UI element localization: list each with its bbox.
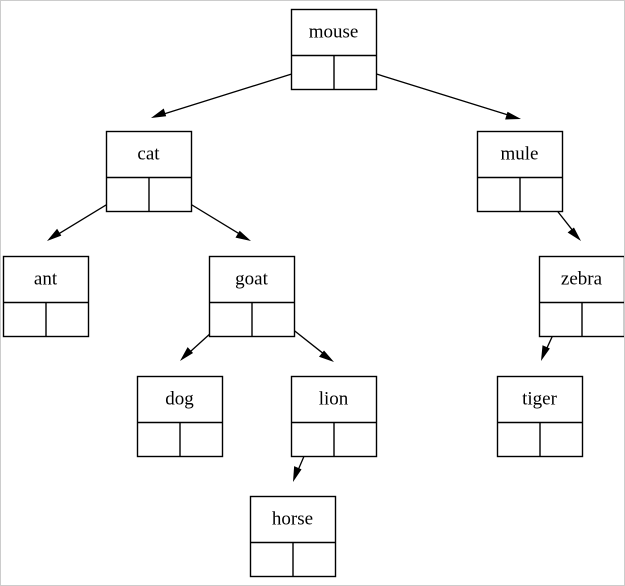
node-label: lion bbox=[319, 388, 349, 409]
tree-node-dog[interactable]: dog bbox=[136, 375, 224, 458]
node-label: mouse bbox=[309, 21, 359, 42]
arrow-head-icon bbox=[541, 345, 550, 361]
node-label: ant bbox=[34, 268, 58, 289]
edge-mouse-to-cat bbox=[151, 66, 315, 118]
node-label: zebra bbox=[561, 268, 603, 289]
node-right-pointer-cell[interactable] bbox=[149, 178, 192, 212]
node-right-pointer-cell[interactable] bbox=[334, 56, 377, 90]
node-right-pointer-cell[interactable] bbox=[252, 303, 295, 337]
node-left-pointer-cell[interactable] bbox=[498, 423, 541, 457]
arrow-head-icon bbox=[293, 466, 302, 482]
node-label: dog bbox=[165, 388, 194, 409]
node-left-pointer-cell[interactable] bbox=[138, 423, 181, 457]
node-left-pointer-cell[interactable] bbox=[292, 423, 335, 457]
node-left-pointer-cell[interactable] bbox=[540, 303, 583, 337]
node-right-pointer-cell[interactable] bbox=[334, 423, 377, 457]
tree-node-cat[interactable]: cat bbox=[105, 130, 193, 213]
node-left-pointer-cell[interactable] bbox=[251, 543, 294, 577]
arrow-head-icon bbox=[319, 350, 334, 362]
tree-node-mule[interactable]: mule bbox=[476, 130, 564, 213]
arrow-head-icon bbox=[235, 230, 251, 241]
node-right-pointer-cell[interactable] bbox=[180, 423, 223, 457]
edge-mouse-to-mule bbox=[353, 66, 521, 120]
node-label: cat bbox=[137, 143, 160, 164]
arrow-head-icon bbox=[180, 347, 194, 361]
tree-node-zebra[interactable]: zebra bbox=[538, 255, 625, 338]
node-label: mule bbox=[501, 143, 539, 164]
node-right-pointer-cell[interactable] bbox=[540, 423, 583, 457]
arrow-head-icon bbox=[567, 227, 581, 241]
tree-node-tiger[interactable]: tiger bbox=[496, 375, 584, 458]
node-right-pointer-cell[interactable] bbox=[520, 178, 563, 212]
node-left-pointer-cell[interactable] bbox=[478, 178, 521, 212]
node-left-pointer-cell[interactable] bbox=[4, 303, 47, 337]
node-label: horse bbox=[272, 508, 313, 529]
node-left-pointer-cell[interactable] bbox=[107, 178, 150, 212]
node-label: goat bbox=[235, 268, 268, 289]
node-left-pointer-cell[interactable] bbox=[210, 303, 253, 337]
node-label: tiger bbox=[522, 388, 557, 409]
nodes-layer: mouse cat mule ant goat zebra dog lion tiger hors… bbox=[2, 8, 625, 578]
tree-node-lion[interactable]: lion bbox=[290, 375, 378, 458]
tree-node-mouse[interactable]: mouse bbox=[290, 8, 378, 91]
node-left-pointer-cell[interactable] bbox=[292, 56, 335, 90]
edge-line bbox=[163, 66, 315, 115]
arrow-head-icon bbox=[47, 228, 62, 241]
tree-node-ant[interactable]: ant bbox=[2, 255, 90, 338]
node-right-pointer-cell[interactable] bbox=[293, 543, 336, 577]
tree-node-horse[interactable]: horse bbox=[249, 495, 337, 578]
edge-line bbox=[353, 66, 509, 116]
arrow-head-icon bbox=[151, 108, 167, 118]
tree-node-goat[interactable]: goat bbox=[208, 255, 296, 338]
node-right-pointer-cell[interactable] bbox=[582, 303, 625, 337]
node-right-pointer-cell[interactable] bbox=[46, 303, 89, 337]
arrow-head-icon bbox=[505, 111, 521, 120]
